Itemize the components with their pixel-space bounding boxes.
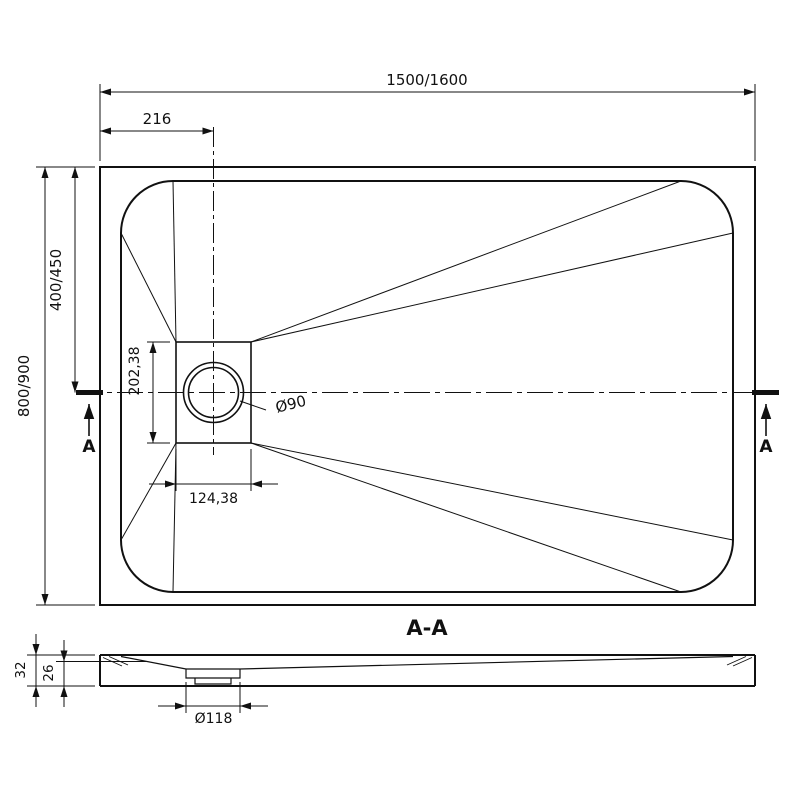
slope-line <box>172 180 177 343</box>
dimension-text: 216 <box>143 110 172 128</box>
dim-drain-offset: 216 <box>100 110 214 135</box>
floor-slope-right <box>239 655 734 670</box>
dimension-text: 800/900 <box>15 355 33 417</box>
floor-slope-lines <box>120 180 734 593</box>
slope-line <box>250 180 682 343</box>
dimension-text: Ø90 <box>274 392 308 417</box>
slope-line <box>250 442 734 541</box>
dimension-text: 400/450 <box>47 249 65 311</box>
dim-overall-width: 1500/1600 <box>99 71 756 161</box>
leader-line <box>239 400 267 411</box>
dim-drain-plate-width: 124,38 <box>149 449 278 507</box>
dimension-text: 1500/1600 <box>386 71 467 89</box>
slope-line <box>120 232 177 343</box>
dim-drain-plate-height: 202,38 <box>127 341 170 444</box>
dimension-text: 202,38 <box>127 347 143 396</box>
dimension-text: Ø118 <box>195 711 233 727</box>
tray-outer-outline <box>99 166 756 606</box>
slope-line <box>120 442 177 541</box>
tray-inner-basin-edge <box>120 180 734 593</box>
dim-drain-diameter: Ø90 <box>239 392 308 417</box>
drain-recess <box>185 669 241 679</box>
dimension-text: 124,38 <box>189 491 238 507</box>
section-cut-marker-right: A <box>752 390 779 457</box>
drain-outlet <box>194 678 232 685</box>
section-cut-marker-left: A <box>76 390 103 457</box>
dim-min-thickness: 26 <box>41 640 148 707</box>
section-view: A-A 32 26 <box>13 616 756 727</box>
corner-slope-line <box>726 656 747 666</box>
top-view: A A 1500/1600 216 800/900 <box>15 71 779 606</box>
dim-drain-hole: Ø118 <box>158 682 268 727</box>
dim-half-height: 400/450 <box>47 167 79 393</box>
corner-slope-line <box>108 656 129 666</box>
dimension-text: 26 <box>41 664 57 681</box>
corner-slope-line <box>732 657 753 667</box>
section-title: A-A <box>406 616 448 640</box>
section-letter: A <box>759 437 773 457</box>
dimension-text: 32 <box>13 661 29 678</box>
floor-slope-left <box>120 655 187 670</box>
slope-line <box>250 442 682 593</box>
slope-line <box>250 232 734 343</box>
dim-overall-height: 800/900 <box>15 166 95 606</box>
section-letter: A <box>82 437 96 457</box>
